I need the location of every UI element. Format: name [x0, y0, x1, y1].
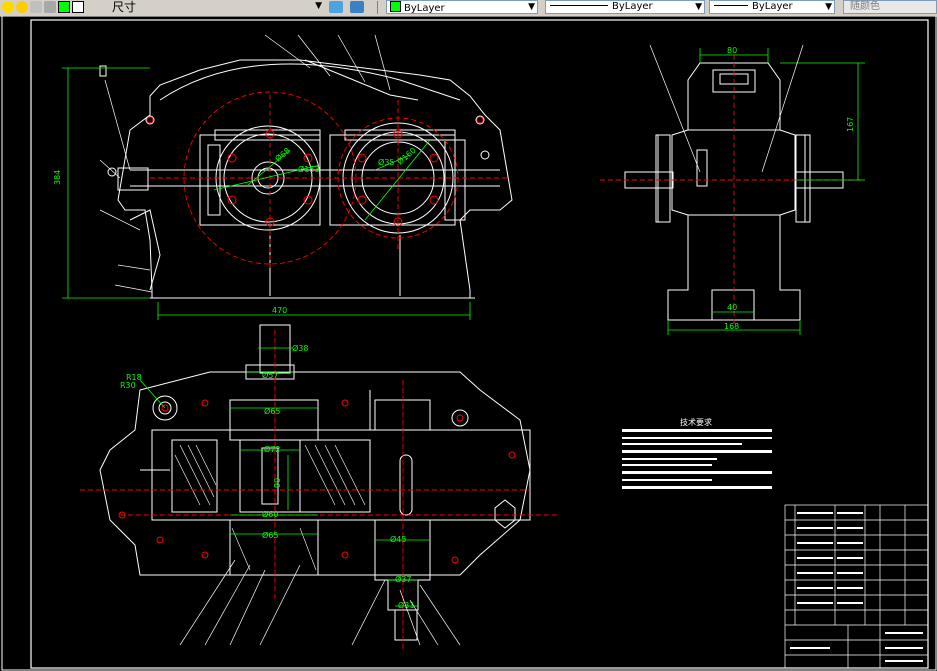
front-view	[99, 59, 513, 299]
plan-view-centerlines	[80, 330, 560, 650]
chevron-down-icon: ▼	[695, 2, 702, 12]
notes-body	[622, 429, 772, 489]
layer-previous-icon[interactable]	[350, 1, 364, 13]
drawing-canvas[interactable]: 384 470 Ø153 Ø160 Ø68 Ø35	[0, 16, 937, 671]
color-combo-value: ByLayer	[404, 3, 445, 14]
sun-icon[interactable]	[16, 1, 28, 13]
parts-list-text	[790, 512, 923, 662]
plan-d72: Ø72	[264, 444, 280, 454]
plotstyle-combo-value: 随颜色	[850, 1, 880, 12]
plan-view-bolt-holes	[118, 399, 516, 564]
lineweight-sample	[714, 5, 748, 6]
front-height-dim: 384	[53, 170, 62, 185]
color-swatch	[390, 1, 401, 12]
plan-d31: Ø31	[398, 600, 414, 610]
plan-d60: Ø60	[262, 509, 278, 519]
parts-list	[784, 504, 929, 669]
chevron-down-icon: ▼	[528, 2, 535, 12]
layer-manager-icon[interactable]	[329, 1, 343, 13]
front-width-dim: 470	[272, 306, 287, 315]
chevron-down-icon: ▼	[825, 2, 832, 12]
front-view-leaders	[99, 34, 391, 293]
side-top-width-dim: 80	[727, 46, 737, 55]
front-view-centerlines	[150, 91, 510, 270]
layer-state-icons	[2, 1, 84, 13]
linetype-sample	[550, 5, 608, 6]
properties-toolbar: 尺寸 ▼ ByLayer ▼ ByLayer ▼ ByLayer ▼ 随颜色	[0, 0, 937, 17]
plot-icon[interactable]	[44, 1, 56, 13]
side-base-outer-dim: 168	[724, 322, 739, 331]
side-view-leaders	[649, 44, 804, 173]
color-swatch-icon[interactable]	[58, 1, 70, 13]
plan-d65-lower: Ø65	[262, 530, 278, 540]
plan-r18: R18	[126, 373, 142, 382]
plan-view-leaders	[179, 559, 461, 646]
linetype-combo[interactable]: ByLayer ▼	[545, 0, 705, 14]
plan-d37: Ø37	[395, 574, 411, 584]
plan-view	[99, 324, 531, 641]
plan-d65-upper: Ø65	[264, 406, 280, 416]
sheet-inner-border	[30, 19, 929, 669]
side-height-dim: 167	[846, 117, 855, 132]
notes-title: 技术要求	[680, 417, 712, 427]
plan-r30: R30	[120, 381, 136, 390]
lightbulb-icon[interactable]	[2, 1, 14, 13]
layer-combo-arrow[interactable]: ▼	[315, 1, 322, 11]
toolbar-separator	[377, 1, 378, 14]
plan-view-hatching	[174, 444, 366, 571]
plan-d57: Ø57	[262, 370, 278, 380]
layer-square-icon[interactable]	[72, 1, 84, 13]
plan-d38: Ø38	[292, 343, 308, 353]
plotstyle-combo[interactable]: 随颜色	[843, 0, 937, 14]
plan-d45: Ø45	[390, 534, 406, 544]
side-base-inner-dim: 40	[727, 303, 737, 312]
front-pitch-dia-4: Ø35	[378, 157, 394, 167]
lineweight-combo-value: ByLayer	[752, 1, 793, 12]
plan-view-dimensions	[139, 347, 430, 607]
color-combo[interactable]: ByLayer ▼	[386, 0, 538, 14]
front-view-dimensions	[62, 67, 471, 320]
plan-d90: 90	[273, 478, 282, 488]
sheet-outer-border	[1, 16, 937, 671]
front-view-bolt-holes	[146, 116, 484, 227]
side-view-centerlines	[600, 55, 862, 325]
side-view-dimensions	[667, 48, 865, 335]
front-pitch-dia-1: Ø153	[298, 164, 320, 174]
lock-icon[interactable]	[30, 1, 42, 13]
dimstyle-name[interactable]: 尺寸	[112, 0, 137, 14]
front-pitch-dia-3: Ø68	[273, 145, 292, 163]
linetype-combo-value: ByLayer	[612, 1, 653, 12]
lineweight-combo[interactable]: ByLayer ▼	[709, 0, 835, 14]
